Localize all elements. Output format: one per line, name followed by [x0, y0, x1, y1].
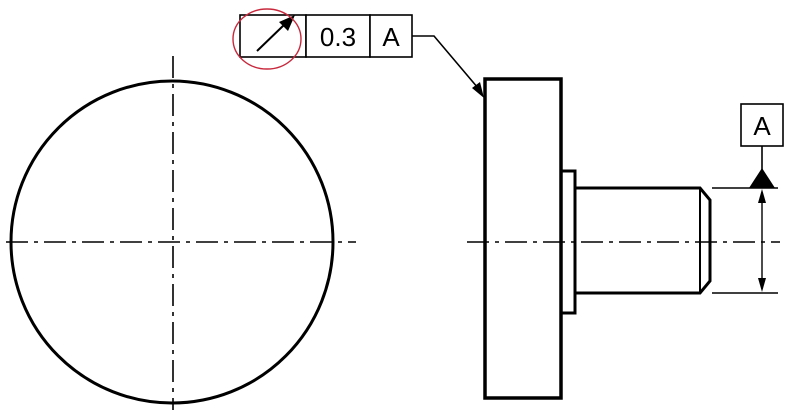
circular-runout-icon [256, 15, 295, 52]
datum-box [740, 103, 784, 147]
dimension-arrow-bottom [758, 278, 766, 292]
dimension-arrow-top [758, 189, 766, 203]
datum-dimension: A [712, 103, 784, 294]
flange-outline [483, 77, 563, 400]
side-view [467, 77, 780, 400]
fcf-datum-cell [369, 14, 413, 58]
datum-triangle [749, 168, 775, 188]
feature-control-frame: 0.3 A [239, 14, 484, 98]
front-view [6, 56, 356, 410]
symbol-highlight-circle [232, 8, 302, 70]
fcf-tolerance-value: 0.3 [320, 22, 356, 52]
datum-label: A [753, 111, 771, 141]
fcf-leader-arrow [472, 82, 484, 98]
shaft-outline [575, 186, 712, 295]
fcf-datum-reference: A [382, 22, 400, 52]
fcf-leader-line [412, 35, 479, 89]
